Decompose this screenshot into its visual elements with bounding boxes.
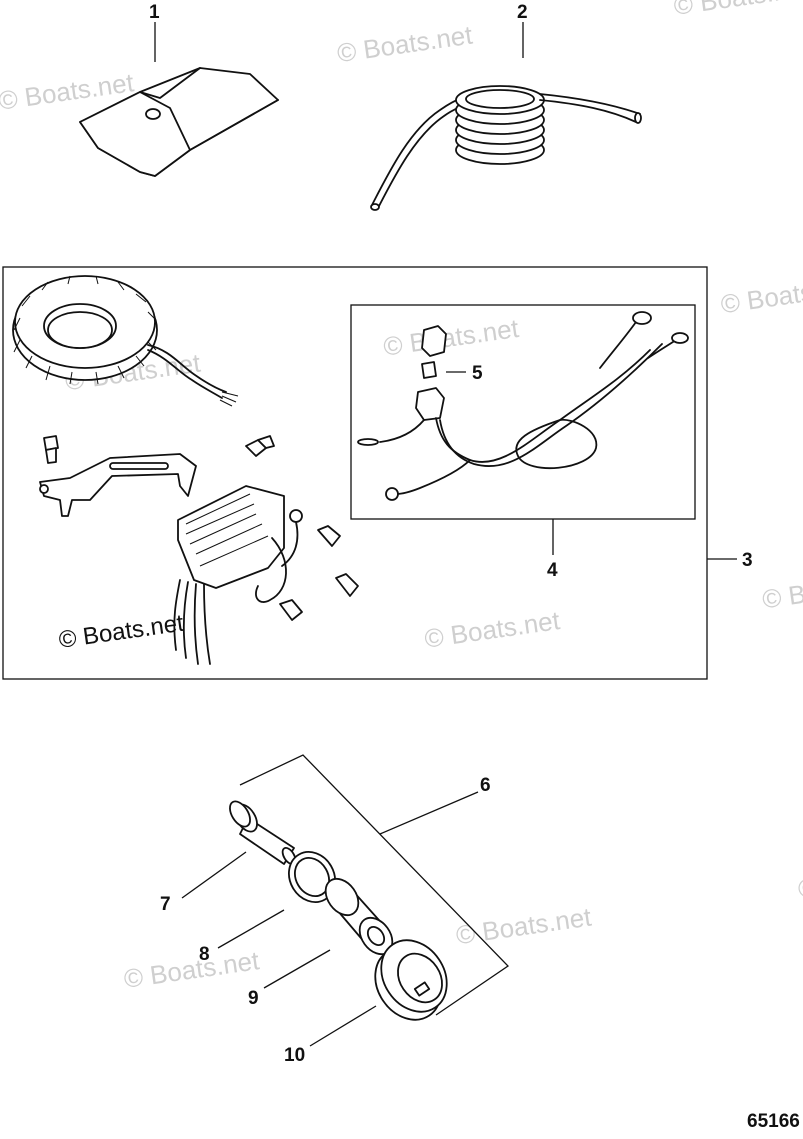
bushing-part [324, 877, 394, 956]
callout-1: 1 [149, 2, 160, 23]
watermark: © Boats.net [122, 945, 262, 994]
screw-part [317, 525, 341, 547]
bolt-part [245, 435, 275, 457]
washer-part [288, 851, 336, 903]
callout-5: 5 [472, 363, 483, 384]
pin-part [229, 800, 297, 865]
watermark: © Boats.net [422, 605, 562, 654]
figure-number: 65166 [747, 1111, 800, 1132]
kit-box [2, 266, 708, 680]
callout-4: 4 [547, 560, 558, 581]
watermark: © Boats.net [760, 566, 803, 615]
watermark: © Boats.net [454, 902, 594, 951]
watermark: © Boats.net [381, 313, 521, 362]
watermark: © Boats.net [719, 271, 803, 320]
stator-part [12, 275, 239, 407]
callout-3: 3 [742, 550, 753, 571]
hose-coil-part [370, 85, 642, 211]
watermark-dark: © Boats.net [57, 610, 186, 654]
harness-box [350, 304, 696, 520]
bolt-part [43, 435, 59, 464]
group-bracket-6 [239, 754, 510, 1016]
pouch-part [79, 67, 279, 177]
callout-2: 2 [517, 2, 528, 23]
screw-part [335, 573, 359, 597]
screw-part [279, 599, 303, 621]
callout-6: 6 [480, 775, 491, 796]
harness-part [357, 311, 689, 501]
callout-9: 9 [248, 988, 259, 1009]
callout-7: 7 [160, 894, 171, 915]
callout-8: 8 [199, 944, 210, 965]
callout-10: 10 [284, 1045, 305, 1066]
watermark: © Boats.net [796, 855, 803, 904]
watermark: © Boats.net [672, 0, 803, 21]
bracket-part [39, 453, 197, 517]
watermark: © Boats.net [335, 19, 475, 68]
grommet-plug-part [374, 939, 448, 1021]
regulator-part [173, 485, 303, 665]
